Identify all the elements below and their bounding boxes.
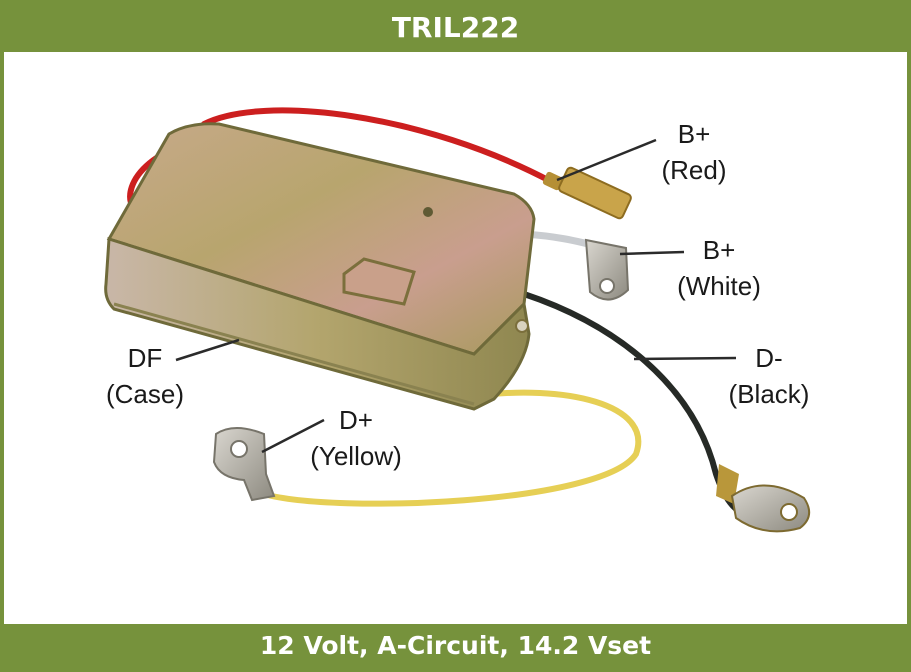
leader-d-minus <box>633 356 737 361</box>
wire-color: (Black) <box>728 379 810 409</box>
label-d-minus: D- (Black) <box>714 340 824 412</box>
title-banner: TRIL222 <box>4 4 907 52</box>
black-ring-terminal <box>716 464 811 533</box>
label-b-plus-red: B+ (Red) <box>654 116 734 188</box>
label-b-plus-white: B+ (White) <box>664 232 774 304</box>
wire-color: (Red) <box>661 155 727 185</box>
wire-color: (White) <box>677 271 761 301</box>
regulator-photo <box>104 107 811 533</box>
regulator-case <box>104 122 536 411</box>
red-spade-connector <box>542 166 632 220</box>
terminal-name: DF <box>127 343 163 373</box>
spec-banner: 12 Volt, A-Circuit, 14.2 Vset <box>4 624 907 668</box>
yellow-wire <box>261 389 642 507</box>
label-d-plus: D+ (Yellow) <box>296 402 416 474</box>
wire-color: (Case) <box>105 379 184 409</box>
terminal-name: B+ <box>677 119 711 149</box>
leader-b-plus-red <box>556 138 657 182</box>
leader-b-plus-white <box>619 250 685 256</box>
leader-d-plus <box>261 418 325 454</box>
terminal-name: D+ <box>339 405 373 435</box>
yellow-eyelet-terminal <box>212 427 276 502</box>
white-eyelet-terminal <box>584 238 630 301</box>
product-code: TRIL222 <box>391 11 520 44</box>
spec-text: 12 Volt, A-Circuit, 14.2 Vset <box>259 631 652 660</box>
label-df: DF (Case) <box>92 340 198 412</box>
wire-color: (Yellow) <box>310 441 402 471</box>
leader-df <box>175 338 240 362</box>
terminal-name: B+ <box>702 235 736 265</box>
terminal-name: D- <box>755 343 783 373</box>
